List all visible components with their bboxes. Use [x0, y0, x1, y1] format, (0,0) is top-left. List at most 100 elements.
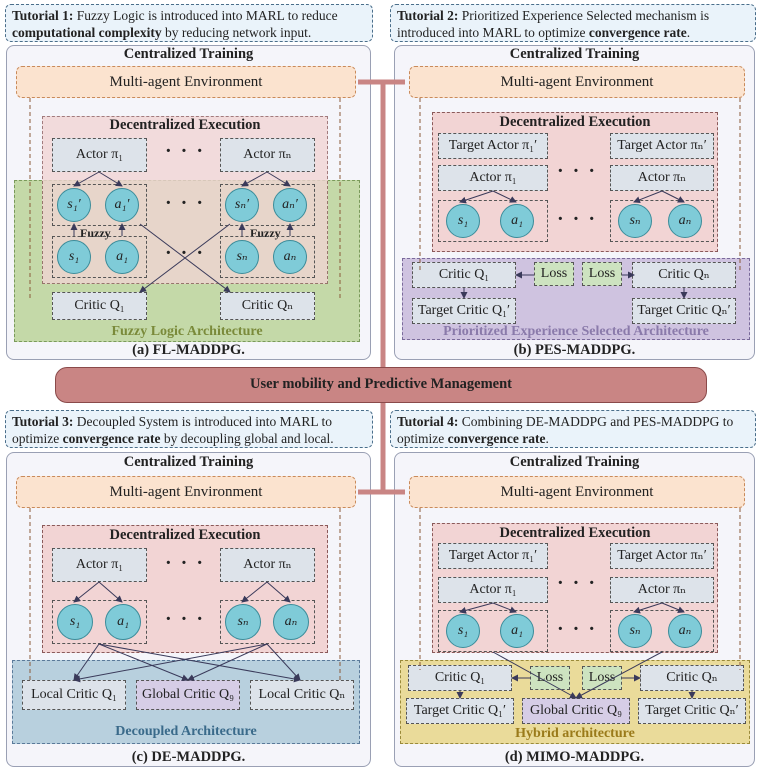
panel-c-centralized-title: Centralized Training: [123, 454, 254, 470]
panel-a-a1-prime: a₁′: [105, 188, 139, 222]
tutorial-3-prefix: Tutorial 3:: [12, 414, 74, 429]
panel-b-critic-1: Critic Q₁: [412, 262, 516, 288]
tutorial-2-text-end: .: [686, 25, 691, 40]
panel-d-target-actor-n: Target Actor πₙ′: [610, 543, 714, 569]
panel-b-a1: a₁: [500, 204, 534, 238]
tutorial-3-text: Decoupled System is introduced into MARL…: [12, 414, 332, 446]
panel-d-target-critic-n: Target Critic Qₙ′: [638, 698, 746, 724]
panel-d-critic-n: Critic Qₙ: [640, 665, 744, 691]
panel-a-an: aₙ: [273, 240, 307, 274]
panel-c-environment: Multi-agent Environment: [16, 476, 356, 508]
panel-b-loss-n: Loss: [582, 262, 622, 286]
panel-d-caption: (d) MIMO-MADDPG.: [504, 749, 645, 765]
panel-b-actor-1: Actor π₁: [438, 165, 548, 191]
panel-b-sn: sₙ: [618, 204, 652, 238]
tutorial-3-text-end: by decoupling global and local.: [160, 431, 334, 446]
panel-b-target-critic-n: Target Critic Qₙ′: [632, 298, 736, 324]
panel-b-dots-2: · · ·: [556, 208, 597, 230]
panel-a-s1-prime: s₁′: [57, 188, 91, 222]
panel-a-actor-n: Actor πₙ: [220, 138, 315, 172]
panel-d-loss-n: Loss: [582, 666, 622, 690]
tutorial-1-text: Fuzzy Logic is introduced into MARL to r…: [73, 8, 338, 23]
tutorial-4: Tutorial 4: Combining DE-MADDPG and PES-…: [390, 410, 756, 448]
panel-b-actor-n: Actor πₙ: [610, 165, 714, 191]
panel-d-centralized-title: Centralized Training: [509, 454, 640, 470]
tutorial-4-text: Combining DE-MADDPG and PES-MADDPG to op…: [397, 414, 734, 446]
panel-c-actor-1: Actor π₁: [52, 548, 147, 582]
panel-b-decentralized-title: Decentralized Execution: [499, 114, 651, 130]
panel-b-caption: (b) PES-MADDPG.: [513, 342, 636, 358]
panel-a-sn-prime: sₙ′: [225, 188, 259, 222]
panel-d-actor-1: Actor π₁: [438, 577, 548, 603]
panel-a-an-prime: aₙ′: [273, 188, 307, 222]
tutorial-1-text-end: by reducing network input.: [161, 25, 312, 40]
panel-b-s1: s₁: [446, 204, 480, 238]
user-mobility-banner: User mobility and Predictive Management: [55, 367, 707, 403]
tutorial-4-text-end: .: [545, 431, 549, 446]
panel-a-environment: Multi-agent Environment: [16, 66, 356, 98]
panel-d-actor-n: Actor πₙ: [610, 577, 714, 603]
panel-a-centralized-title: Centralized Training: [123, 46, 254, 62]
panel-a-dots-2: · · ·: [164, 192, 205, 214]
panel-c-a1: a₁: [105, 604, 141, 640]
panel-d-sn: sₙ: [618, 614, 652, 648]
panel-b-critic-n: Critic Qₙ: [632, 262, 736, 288]
panel-a-dots-1: · · ·: [164, 140, 205, 162]
panel-a-dots-3: · · ·: [164, 242, 205, 264]
panel-d-dots-1: · · ·: [556, 572, 597, 594]
panel-c-decentralized-title: Decentralized Execution: [109, 527, 261, 543]
panel-d-global-critic: Global Critic Q₉: [522, 698, 630, 724]
panel-c-an: aₙ: [273, 604, 309, 640]
tutorial-2-text: Prioritized Experience Selected mechanis…: [397, 8, 710, 40]
panel-d-decentralized-title: Decentralized Execution: [499, 525, 651, 541]
panel-a-actor-1: Actor π₁: [52, 138, 147, 172]
panel-c-dots-1: · · ·: [164, 552, 205, 574]
panel-b-environment: Multi-agent Environment: [409, 66, 745, 98]
tutorial-3: Tutorial 3: Decoupled System is introduc…: [5, 410, 373, 448]
panel-a-critic-1: Critic Q₁: [52, 292, 147, 320]
tutorial-1: Tutorial 1: Fuzzy Logic is introduced in…: [5, 4, 373, 42]
panel-d-critic-1: Critic Q₁: [408, 665, 512, 691]
panel-c-local-critic-1: Local Critic Q₁: [22, 680, 126, 710]
panel-c-architecture-label: Decoupled Architecture: [115, 724, 257, 739]
tutorial-4-bold: convergence rate: [447, 431, 546, 446]
panel-a-architecture-label: Fuzzy Logic Architecture: [111, 324, 263, 339]
panel-a-caption: (a) FL-MADDPG.: [132, 342, 245, 358]
panel-d-loss-1: Loss: [530, 666, 570, 690]
panel-c-dots-2: · · ·: [164, 608, 205, 630]
panel-c-s1: s₁: [57, 604, 93, 640]
tutorial-1-prefix: Tutorial 1:: [12, 8, 74, 23]
panel-d-s1: s₁: [446, 614, 480, 648]
panel-b-loss-1: Loss: [534, 262, 574, 286]
panel-d-a1: a₁: [500, 614, 534, 648]
tutorial-2: Tutorial 2: Prioritized Experience Selec…: [390, 4, 756, 42]
panel-b-dots-1: · · ·: [556, 160, 597, 182]
panel-d-target-actor-1: Target Actor π₁′: [438, 543, 548, 569]
panel-b-architecture-label: Prioritized Experience Selected Architec…: [443, 324, 709, 339]
tutorial-2-prefix: Tutorial 2:: [397, 8, 459, 23]
panel-b-centralized-title: Centralized Training: [509, 46, 640, 62]
panel-d-target-critic-1: Target Critic Q₁′: [406, 698, 514, 724]
tutorial-2-bold: convergence rate: [588, 25, 687, 40]
panel-a-s1: s₁: [57, 240, 91, 274]
panel-b-target-actor-1: Target Actor π₁′: [438, 133, 548, 159]
panel-a-a1: a₁: [105, 240, 139, 274]
panel-c-actor-n: Actor πₙ: [220, 548, 315, 582]
panel-a-critic-n: Critic Qₙ: [220, 292, 315, 320]
tutorial-3-bold: convergence rate: [62, 431, 161, 446]
panel-b-target-critic-1: Target Critic Q₁′: [412, 298, 516, 324]
tutorial-1-bold: computational complexity: [12, 25, 162, 40]
panel-c-global-critic: Global Critic Q₉: [136, 680, 240, 710]
panel-c-caption: (c) DE-MADDPG.: [131, 749, 246, 765]
panel-d-dots-2: · · ·: [556, 618, 597, 640]
panel-d-architecture-label: Hybrid architecture: [515, 726, 635, 741]
panel-d-an: aₙ: [668, 614, 702, 648]
panel-c-local-critic-n: Local Critic Qₙ: [250, 680, 354, 710]
tutorial-4-prefix: Tutorial 4:: [397, 414, 459, 429]
panel-c-sn: sₙ: [225, 604, 261, 640]
panel-a-sn: sₙ: [225, 240, 259, 274]
panel-d-environment: Multi-agent Environment: [409, 476, 745, 508]
panel-b-an: aₙ: [668, 204, 702, 238]
panel-b-target-actor-n: Target Actor πₙ′: [610, 133, 714, 159]
panel-a-decentralized-title: Decentralized Execution: [109, 117, 261, 133]
